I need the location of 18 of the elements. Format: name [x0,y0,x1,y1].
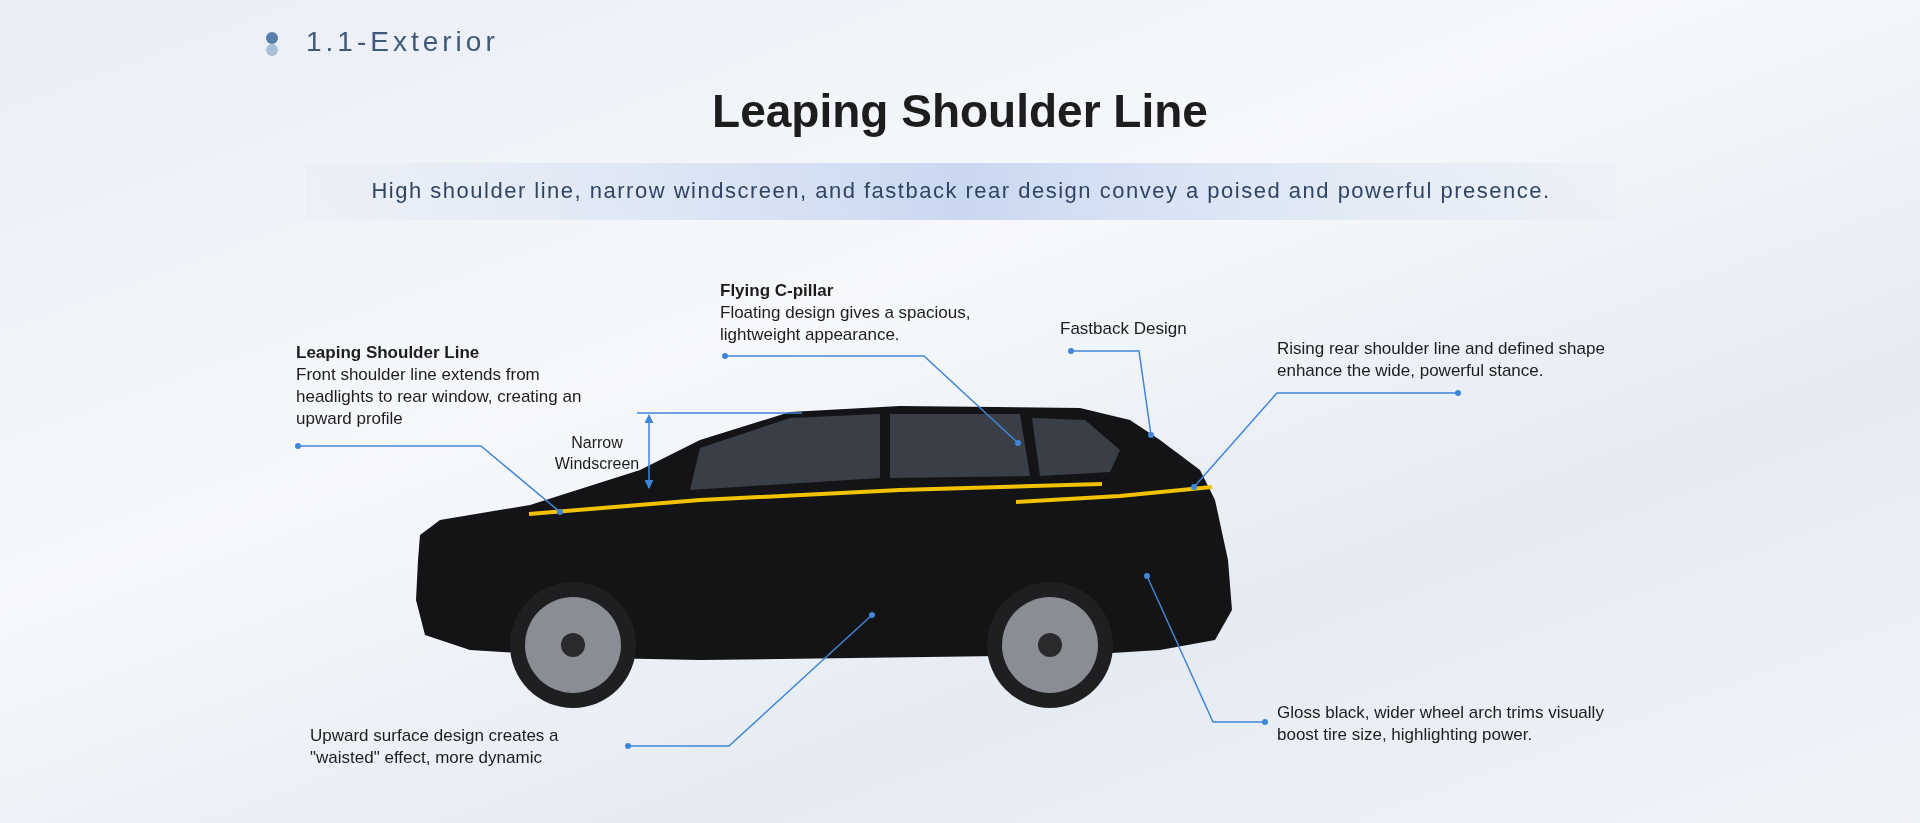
leader-line [625,612,875,749]
callout-text: Upward surface design creates a "waisted" effect, more dynamic [310,725,610,769]
leader-line [1068,348,1154,438]
callout-text: Gloss black, wider wheel arch trims visually boost tire size, highlighting power. [1277,702,1637,746]
title: Leaping Shoulder Line [711,84,1209,138]
callout-text: Fastback Design [1060,318,1260,340]
leader-line [1144,573,1268,725]
leader-line [1191,390,1461,490]
subtitle: High shoulder line, narrow windscreen, and fastback rear design convey a poised and powerful presence. [370,178,1552,204]
callout-text: Front shoulder line extends from headlights to rear window, creating an upward profile [296,364,583,430]
callout-heading: Leaping Shoulder Line [296,342,481,364]
section-heading: 1.1-Exterior [306,26,499,58]
callout-text: Rising rear shoulder line and defined shape enhance the wide, powerful stance. [1277,338,1637,382]
leader-line [295,443,563,515]
callout-text: Floating design gives a spacious, lightweight appearance. [720,302,972,346]
leader-line [722,353,1021,446]
windscreen-label: Narrow Windscreen [553,433,641,474]
callout-heading: Flying C-pillar [720,280,835,302]
